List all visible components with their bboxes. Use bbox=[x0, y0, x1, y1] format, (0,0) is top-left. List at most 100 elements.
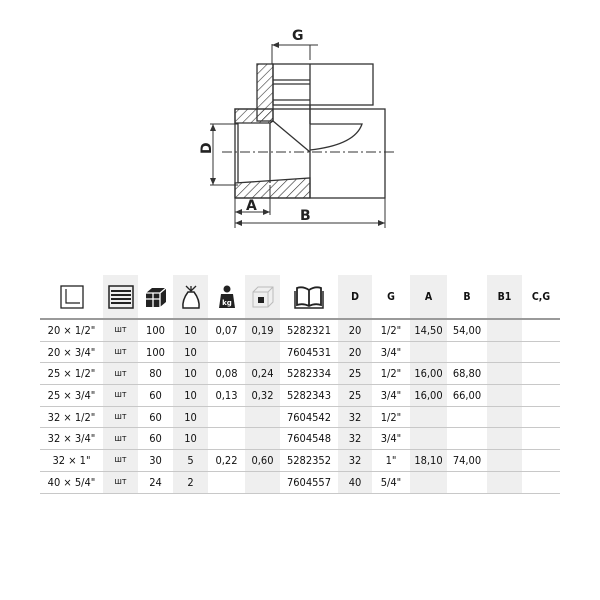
cell-d: 20 bbox=[338, 341, 372, 364]
header-b1: B1 bbox=[487, 275, 522, 320]
dimension-icon bbox=[40, 275, 103, 320]
boxes-icon bbox=[138, 275, 173, 320]
cell-cg bbox=[522, 449, 560, 472]
cell-unit: шт bbox=[103, 471, 138, 494]
cell-cg bbox=[522, 341, 560, 364]
cell-weight: 0,22 bbox=[208, 449, 245, 472]
cell-qty-package: 100 bbox=[138, 319, 173, 342]
cell-qty-bag: 10 bbox=[173, 362, 208, 386]
cell-b: 54,00 bbox=[447, 319, 487, 342]
cell-d: 25 bbox=[338, 384, 372, 407]
cell-g: 3/4" bbox=[372, 341, 410, 364]
cell-size: 32 × 1" bbox=[40, 449, 103, 472]
cell-d: 32 bbox=[338, 406, 372, 429]
cell-qty-package: 100 bbox=[138, 341, 173, 364]
cell-qty-bag: 10 bbox=[173, 427, 208, 451]
cell-code: 7604542 bbox=[280, 406, 338, 429]
cell-qty-package: 24 bbox=[138, 471, 173, 494]
header-cg: C,G bbox=[522, 275, 560, 320]
dim-label-a: A bbox=[246, 198, 257, 214]
cell-code: 7604557 bbox=[280, 471, 338, 494]
cell-code: 5282321 bbox=[280, 319, 338, 342]
cell-code: 5282334 bbox=[280, 362, 338, 386]
cell-unit: шт bbox=[103, 406, 138, 429]
cell-qty-bag: 10 bbox=[173, 406, 208, 429]
cell-volume: 0,24 bbox=[245, 362, 280, 386]
cell-size: 32 × 1/2" bbox=[40, 406, 103, 429]
cell-b: 66,00 bbox=[447, 384, 487, 407]
cell-d: 32 bbox=[338, 449, 372, 472]
cell-size: 25 × 1/2" bbox=[40, 362, 103, 386]
cell-a: 18,10 bbox=[410, 449, 447, 472]
cell-code: 5282343 bbox=[280, 384, 338, 407]
cell-cg bbox=[522, 427, 560, 451]
cell-weight bbox=[208, 341, 245, 364]
cell-b: 68,80 bbox=[447, 362, 487, 386]
cell-g: 1/2" bbox=[372, 319, 410, 342]
cell-a bbox=[410, 471, 447, 494]
cell-weight bbox=[208, 471, 245, 494]
cell-b1 bbox=[487, 319, 522, 342]
cell-qty-bag: 10 bbox=[173, 319, 208, 342]
cell-g: 1/2" bbox=[372, 362, 410, 386]
volume-icon bbox=[245, 275, 280, 320]
cell-g: 1/2" bbox=[372, 406, 410, 429]
cell-unit: шт bbox=[103, 319, 138, 342]
dim-label-g: G bbox=[292, 28, 304, 44]
cell-qty-package: 80 bbox=[138, 362, 173, 386]
catalog-icon bbox=[280, 275, 338, 320]
cell-b1 bbox=[487, 406, 522, 429]
cell-qty-package: 60 bbox=[138, 384, 173, 407]
cell-volume bbox=[245, 341, 280, 364]
header-a: A bbox=[410, 275, 447, 320]
cell-size: 20 × 3/4" bbox=[40, 341, 103, 364]
cell-b1 bbox=[487, 471, 522, 494]
cell-qty-bag: 5 bbox=[173, 449, 208, 472]
cell-cg bbox=[522, 319, 560, 342]
cell-a: 14,50 bbox=[410, 319, 447, 342]
cell-weight: 0,13 bbox=[208, 384, 245, 407]
tee-fitting-drawing: G D A B bbox=[199, 28, 395, 228]
cell-g: 3/4" bbox=[372, 384, 410, 407]
dim-label-d: D bbox=[199, 142, 215, 154]
cell-g: 1" bbox=[372, 449, 410, 472]
cell-size: 20 × 1/2" bbox=[40, 319, 103, 342]
cell-weight bbox=[208, 427, 245, 451]
cell-b bbox=[447, 471, 487, 494]
cell-volume: 0,19 bbox=[245, 319, 280, 342]
cell-volume bbox=[245, 406, 280, 429]
cell-b1 bbox=[487, 427, 522, 451]
cell-qty-package: 30 bbox=[138, 449, 173, 472]
cell-unit: шт bbox=[103, 384, 138, 407]
cell-unit: шт bbox=[103, 362, 138, 386]
header-row: kg D G A B B1 C,G bbox=[40, 275, 560, 320]
cell-a bbox=[410, 427, 447, 451]
cell-a: 16,00 bbox=[410, 384, 447, 407]
package-icon bbox=[103, 275, 138, 320]
cell-qty-package: 60 bbox=[138, 427, 173, 451]
cell-volume: 0,60 bbox=[245, 449, 280, 472]
cell-d: 20 bbox=[338, 319, 372, 342]
weight-icon: kg bbox=[208, 275, 245, 320]
cell-cg bbox=[522, 362, 560, 386]
header-b: B bbox=[447, 275, 487, 320]
cell-g: 3/4" bbox=[372, 427, 410, 451]
cell-qty-bag: 10 bbox=[173, 341, 208, 364]
cell-weight: 0,08 bbox=[208, 362, 245, 386]
cell-size: 25 × 3/4" bbox=[40, 384, 103, 407]
header-d: D bbox=[338, 275, 372, 320]
bag-icon bbox=[173, 275, 208, 320]
cell-cg bbox=[522, 384, 560, 407]
cell-code: 7604531 bbox=[280, 341, 338, 364]
cell-g: 5/4" bbox=[372, 471, 410, 494]
cell-qty-bag: 10 bbox=[173, 384, 208, 407]
cell-d: 25 bbox=[338, 362, 372, 386]
